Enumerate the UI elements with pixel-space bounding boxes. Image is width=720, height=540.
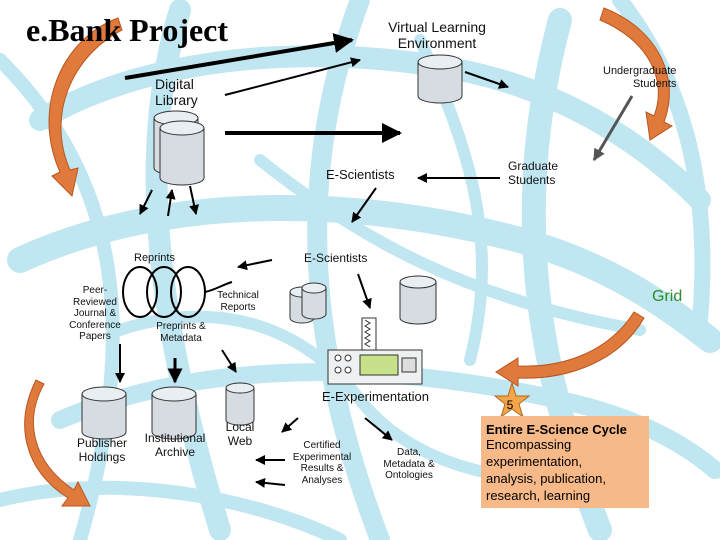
- label-e-scientists-mid: E-Scientists: [304, 251, 368, 265]
- label-publisher-holdings: Publisher Holdings: [76, 436, 128, 464]
- label-local-web: Local Web: [225, 420, 255, 448]
- label-digital-library: Digital Library: [155, 76, 198, 109]
- cycle-summary-box: Entire E-Science Cycle Encompassing expe…: [481, 416, 649, 508]
- label-virtual-learning-environment: Virtual Learning Environment: [388, 19, 486, 52]
- cycle-box-body: Encompassing experimentation, analysis, …: [486, 437, 606, 503]
- label-grid: Grid: [652, 288, 683, 305]
- page-title: e.Bank Project: [26, 12, 229, 48]
- star-number: 5: [506, 398, 514, 412]
- label-data-metadata-ontologies: Data, Metadata & Ontologies: [383, 447, 435, 481]
- label-reprints: Reprints: [134, 252, 175, 264]
- label-graduate-students: Graduate Students: [508, 159, 559, 187]
- label-certified-results: Certified Experimental Results & Analyse…: [292, 440, 352, 486]
- label-technical-reports: Technical Reports: [217, 290, 259, 313]
- cycle-box-heading: Entire E-Science Cycle: [486, 422, 627, 437]
- label-e-experimentation: E-Experimentation: [322, 389, 429, 404]
- label-institutional-archive: Institutional Archive: [144, 431, 206, 459]
- label-preprints-metadata: Preprints & Metadata: [156, 321, 206, 344]
- label-undergraduate-students: Undergraduate Students: [603, 65, 677, 90]
- label-e-scientists-top: E-Scientists: [326, 167, 395, 182]
- label-peer-reviewed-papers: Peer- Reviewed Journal & Conference Pape…: [69, 285, 121, 342]
